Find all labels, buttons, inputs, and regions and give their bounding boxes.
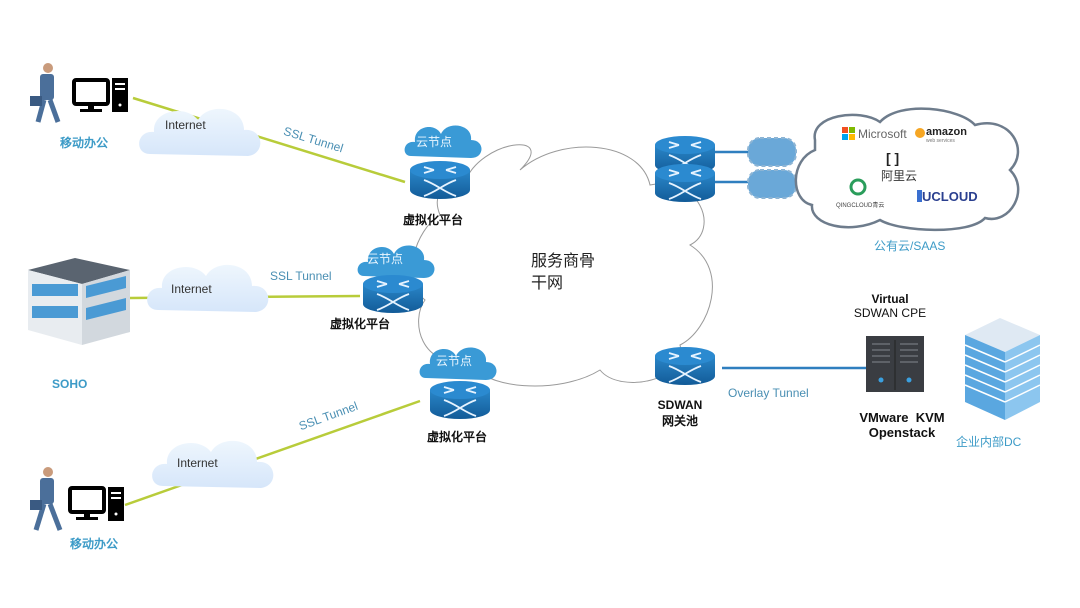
overlay-tunnel-label: Overlay Tunnel [728, 386, 809, 400]
provider-qingcloud: QINGCLOUD青云 [836, 203, 885, 209]
cpe-title-line1: Virtual [871, 292, 909, 306]
tunnel-line-bottom [124, 399, 421, 507]
router-icon [429, 380, 491, 420]
cloud-node-label-1: 云节点 [416, 135, 453, 149]
provider-microsoft: Microsoft [858, 127, 907, 141]
ssl-tunnel-label-2: SSL Tunnel [270, 269, 332, 283]
datacenter-building-icon [964, 318, 1041, 420]
site-label-mobile-office-1: 移动办公 [60, 136, 109, 150]
desktop-computer-icon [72, 78, 128, 112]
platform-label-1: 虚拟化平台 [403, 213, 464, 227]
sdwan-gateway-label: SDWAN 网关池 [655, 398, 705, 429]
cloud-node-label-2: 云节点 [367, 252, 404, 266]
provider-amazon: amazon [926, 126, 967, 138]
provider-amazon-sub: web services [926, 138, 955, 144]
router-icon [654, 346, 716, 386]
router-icon [362, 274, 424, 314]
platform-label-3: 虚拟化平台 [427, 430, 488, 444]
cloud-connector-icon [747, 137, 797, 199]
core-backbone-line2: 干网 [531, 275, 564, 292]
mobile-worker-icon [30, 467, 63, 531]
ucloud-logo-icon [917, 190, 922, 202]
server-icon [866, 336, 924, 392]
router-icon [654, 163, 716, 203]
internet-label-1: Internet [165, 118, 206, 132]
core-backbone-line1: 服务商骨 [531, 253, 596, 270]
datacenter-label: 企业内部DC [956, 435, 1022, 449]
provider-aliyun: 阿里云 [881, 169, 918, 183]
provider-ucloud: UCLOUD [922, 189, 978, 204]
soho-building-icon [28, 258, 130, 345]
qingcloud-logo-icon [849, 178, 867, 196]
sdwan-gateway-line2: 网关池 [661, 414, 698, 428]
sdwan-gateway-line1: SDWAN [657, 398, 703, 412]
internet-label-2: Internet [171, 282, 212, 296]
microsoft-logo-icon [842, 127, 855, 140]
cloud-node-label-3: 云节点 [436, 354, 473, 368]
cpe-title: Virtual SDWAN CPE [850, 292, 930, 320]
public-cloud-label: 公有云/SAAS [874, 239, 946, 253]
aliyun-logo-icon: [ ] [886, 150, 900, 166]
internet-label-3: Internet [177, 456, 218, 470]
cpe-platforms-line1: VMware KVM [859, 410, 945, 425]
site-label-soho: SOHO [52, 377, 88, 391]
cpe-platforms: VMware KVM Openstack [852, 410, 952, 440]
internet-cloud-1 [139, 108, 261, 156]
mobile-worker-icon [30, 63, 61, 123]
router-icon [409, 160, 471, 200]
cpe-title-line2: SDWAN CPE [853, 306, 927, 320]
site-label-mobile-office-2: 移动办公 [70, 537, 119, 551]
core-backbone-label: 服务商骨 干网 [531, 251, 595, 295]
platform-label-2: 虚拟化平台 [330, 317, 391, 331]
cpe-platforms-line2: Openstack [868, 425, 936, 440]
amazon-logo-icon [915, 128, 925, 138]
desktop-computer-icon [68, 486, 124, 521]
